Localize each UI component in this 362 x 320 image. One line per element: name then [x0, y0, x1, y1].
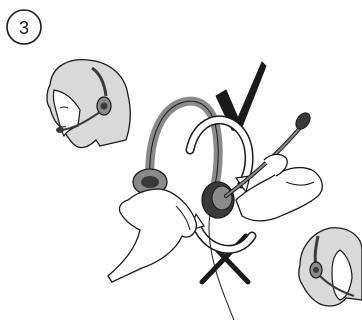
headset-earpiece-main	[202, 182, 234, 218]
head-right-wearing-headset	[299, 228, 362, 306]
step-badge: 3	[7, 10, 41, 44]
hand-left	[108, 189, 196, 282]
head-left-wearing-headset	[47, 60, 130, 148]
step-number: 3	[19, 18, 29, 38]
